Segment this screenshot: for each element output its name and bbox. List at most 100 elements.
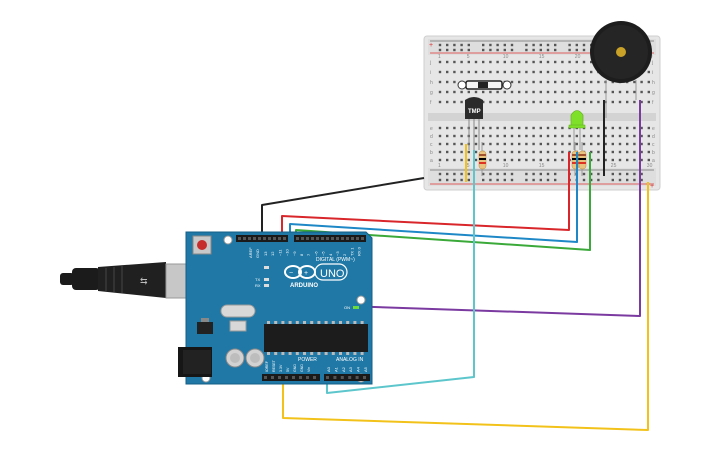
header-pin[interactable]	[316, 237, 319, 240]
terminal-hole	[438, 70, 442, 74]
rail-hole	[532, 178, 535, 182]
terminal-hole	[611, 126, 614, 130]
slide-switch[interactable]	[457, 80, 512, 90]
chip-pin	[324, 321, 328, 324]
terminal-hole	[554, 150, 557, 154]
header-pin[interactable]	[268, 237, 271, 240]
header-pin[interactable]	[311, 237, 314, 240]
header-pin[interactable]	[331, 237, 334, 240]
terminal-hole	[561, 90, 564, 94]
rail-hole	[525, 43, 528, 47]
header-pin[interactable]	[263, 237, 266, 240]
power-label: POWER	[298, 357, 317, 363]
svg-text:−: −	[289, 270, 293, 277]
header-pin[interactable]	[326, 237, 329, 240]
header-pin[interactable]	[238, 237, 241, 240]
terminal-hole	[518, 150, 521, 154]
terminal-hole	[510, 60, 514, 64]
header-pin[interactable]	[363, 376, 366, 379]
resistor-sensor[interactable]	[478, 142, 487, 176]
header-pin[interactable]	[326, 376, 329, 379]
header-pin[interactable]	[356, 237, 359, 240]
rail-hole	[460, 178, 463, 182]
terminal-hole	[561, 150, 564, 154]
header-pin[interactable]	[248, 237, 251, 240]
terminal-hole	[510, 126, 514, 130]
rail-hole	[460, 48, 463, 52]
rail-hole	[525, 178, 528, 182]
terminal-hole	[633, 80, 636, 84]
header-pin[interactable]	[341, 237, 344, 240]
header-pin[interactable]	[321, 237, 324, 240]
terminal-hole	[518, 70, 521, 74]
rail-hole	[575, 43, 578, 47]
chip-pin	[317, 321, 321, 324]
header-pin[interactable]	[299, 376, 302, 379]
chip-pin	[353, 352, 357, 355]
header-pin[interactable]	[292, 376, 295, 379]
temperature-sensor[interactable]: TMP	[465, 97, 483, 150]
header-pin[interactable]	[346, 237, 349, 240]
terminal-hole	[590, 70, 593, 74]
header-pin[interactable]	[285, 376, 288, 379]
terminal-hole	[640, 80, 643, 84]
piezo-buzzer[interactable]	[590, 21, 652, 118]
header-pin[interactable]	[340, 376, 344, 379]
terminal-hole	[510, 134, 514, 138]
header-pin[interactable]	[283, 237, 286, 240]
header-pin[interactable]	[243, 237, 246, 240]
rail-hole	[582, 48, 586, 52]
header-pin[interactable]	[351, 237, 354, 240]
header-pin[interactable]	[271, 376, 274, 379]
terminal-hole	[496, 60, 499, 64]
resistor-led-2[interactable]	[578, 142, 587, 176]
rail-hole	[525, 172, 528, 176]
header-pin[interactable]	[336, 237, 339, 240]
row-letter: f	[430, 100, 432, 106]
header-pin[interactable]	[264, 376, 267, 379]
rail-hole	[467, 172, 470, 176]
terminal-hole	[525, 150, 528, 154]
terminal-hole	[611, 100, 614, 104]
terminal-hole	[453, 150, 456, 154]
header-pin[interactable]	[278, 237, 281, 240]
rail-hole	[597, 172, 600, 176]
rail-hole	[496, 172, 499, 176]
header-pin[interactable]	[306, 376, 309, 379]
terminal-hole	[453, 134, 456, 138]
terminal-hole	[532, 142, 535, 146]
mount-hole	[223, 235, 233, 245]
header-pin[interactable]	[258, 237, 261, 240]
header-pin[interactable]	[253, 237, 256, 240]
header-pin[interactable]	[306, 237, 309, 240]
terminal-hole	[561, 100, 564, 104]
header-pin[interactable]	[361, 237, 364, 240]
header-pin[interactable]	[348, 376, 352, 379]
analog-pin-label: A5	[363, 366, 368, 372]
terminal-hole	[554, 100, 557, 104]
terminal-hole	[568, 100, 571, 104]
column-number: 15	[539, 54, 545, 60]
row-letter: d	[652, 134, 655, 140]
header-pin[interactable]	[355, 376, 359, 379]
terminal-hole	[633, 158, 636, 162]
header-pin[interactable]	[313, 376, 316, 379]
terminal-hole	[568, 142, 571, 146]
led[interactable]	[568, 110, 586, 151]
terminal-hole	[640, 142, 643, 146]
terminal-hole	[489, 100, 492, 104]
terminal-hole	[640, 134, 643, 138]
header-pin[interactable]	[333, 376, 337, 379]
terminal-hole	[618, 158, 622, 162]
terminal-hole	[597, 150, 600, 154]
header-pin[interactable]	[278, 376, 281, 379]
reset-button-cap	[197, 240, 207, 250]
header-pin[interactable]	[296, 237, 299, 240]
terminal-hole	[503, 90, 506, 94]
header-pin[interactable]	[273, 237, 276, 240]
terminal-hole	[604, 134, 607, 138]
header-pin[interactable]	[301, 237, 304, 240]
digital-pin-label: ~11	[277, 249, 282, 256]
